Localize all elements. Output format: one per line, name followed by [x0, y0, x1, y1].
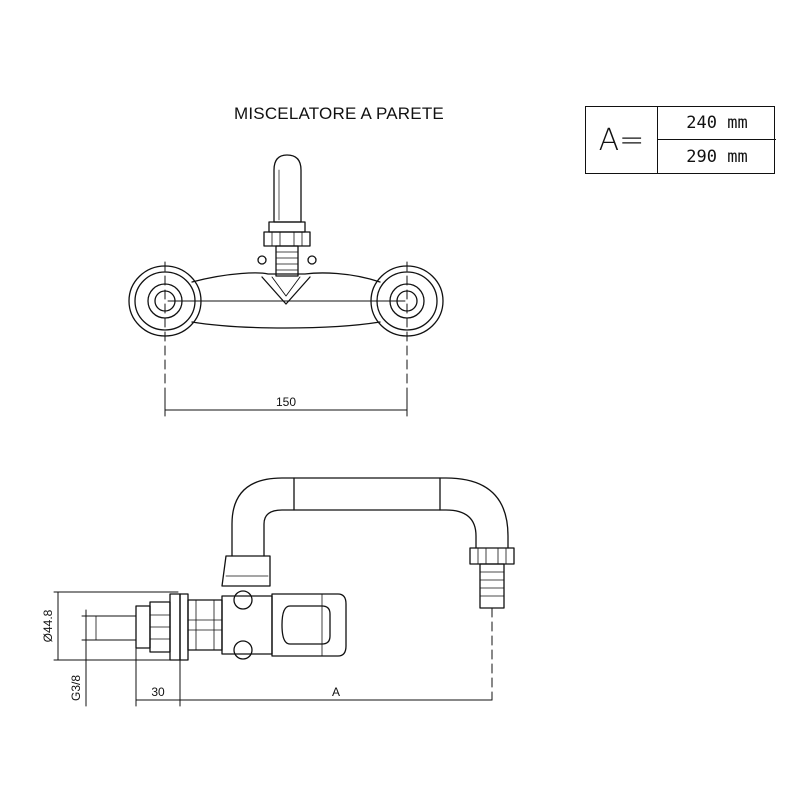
spout-pipe [231, 477, 509, 557]
spec-value-1: 240 mm [658, 107, 776, 140]
side-view [53, 477, 515, 707]
dim-flange-diameter: Ø44.8 [41, 609, 55, 642]
dim-front-width: 150 [276, 395, 296, 409]
front-view [128, 154, 444, 417]
width-dimension [164, 391, 408, 417]
lever-handle [257, 154, 317, 277]
wall-flange-side [135, 593, 189, 661]
mixer-knob [271, 593, 347, 657]
spec-value-2: 290 mm [686, 146, 748, 167]
dim-spout-reach: A [332, 685, 340, 699]
mixer-body [191, 272, 381, 329]
dimension-spec-table: A= 240 mm 290 mm [585, 106, 776, 174]
spec-variable-label: A= [586, 107, 658, 173]
dim-thread: G3/8 [69, 675, 83, 701]
dim-offset: 30 [151, 685, 165, 699]
drawing-title: MISCELATORE A PARETE [234, 104, 444, 123]
aerator [469, 547, 515, 609]
